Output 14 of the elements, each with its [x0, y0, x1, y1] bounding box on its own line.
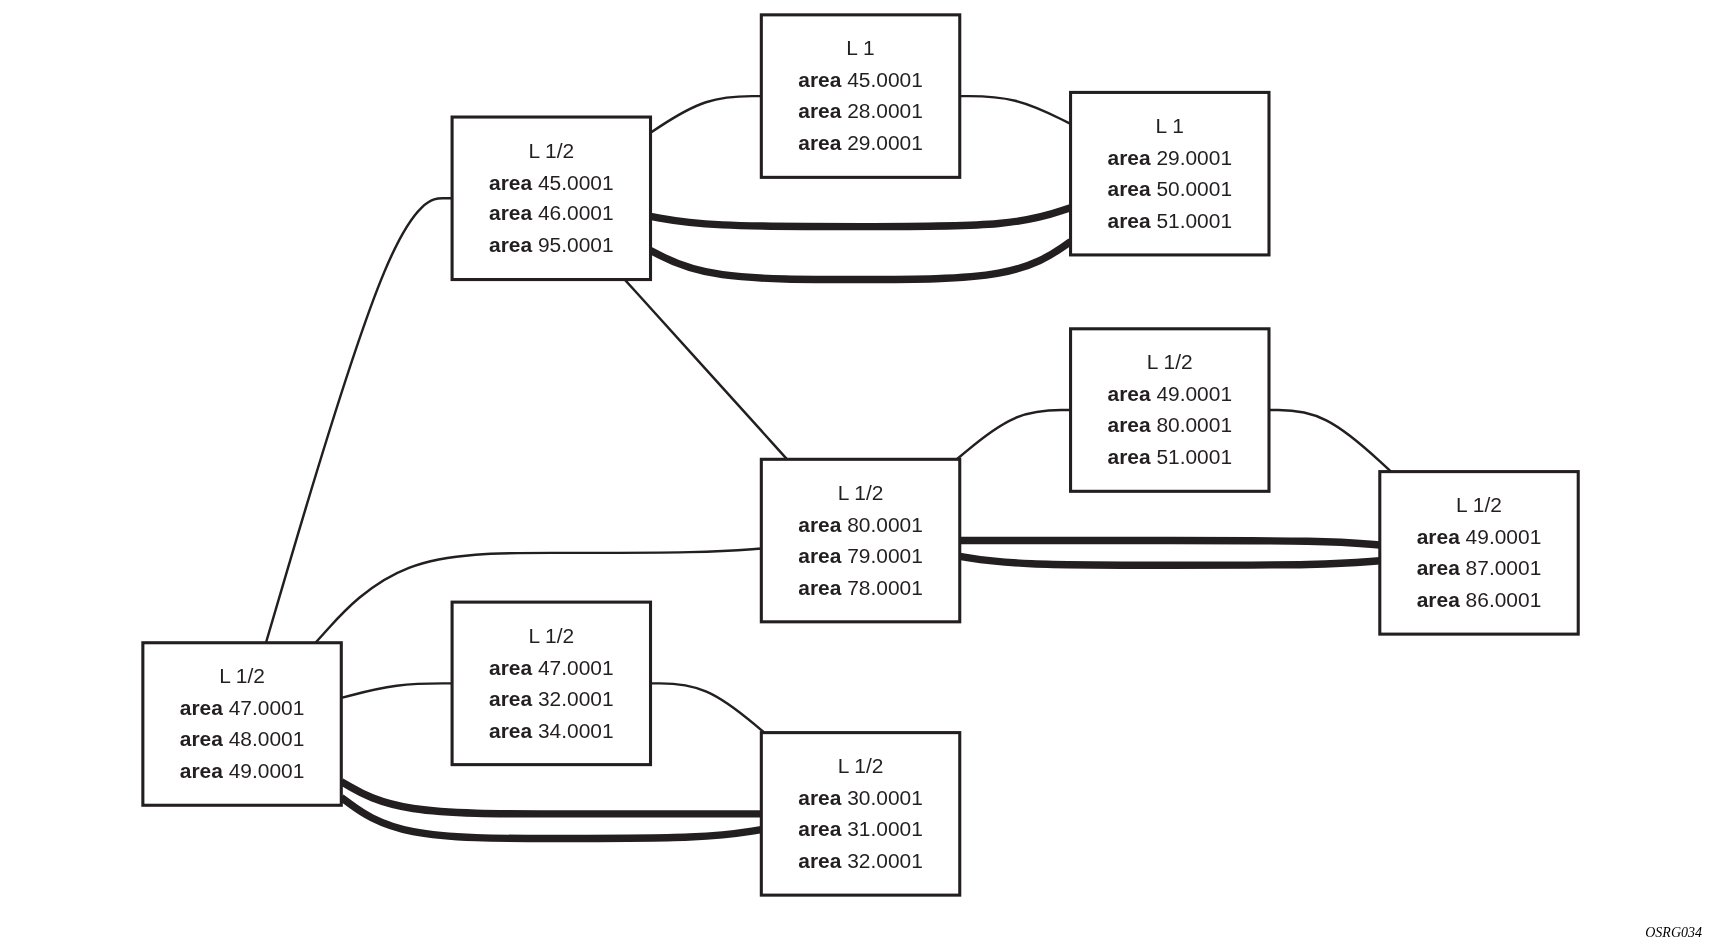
node-box: [760, 13, 962, 179]
node-box: [451, 115, 653, 282]
node-box: [1069, 90, 1271, 257]
network-diagram: L 1/2 area 47.0001 area 48.0001 area 49.0001 L 1/2 area 45.0001 area 46.0001 area 95.0001 L 1 area 45.0001 area 28.0001 area 29.0001 L 1 area 29.0001 area 50.0001 area 51.0001 L 1/2 area 47.0001 area 32.0001 area 34.0001 L 1/2 area 80.0001 area 79.0001 area 78.0001 L 1/2 area 49.0001 area 80.0001 area 51.0001 L 1/2 area 30.0001 area 31.0001 area 32.0001 L 1/2 area 49.0001 area 87.0001 area 86.0001: [133, 5, 1589, 905]
connector: [956, 408, 1071, 461]
node-box: [1378, 470, 1581, 636]
node-box: [141, 641, 344, 807]
figure-id: OSRG034: [1645, 925, 1702, 941]
node-box: [451, 600, 653, 767]
node-box: [760, 731, 962, 897]
connector: [960, 536, 1381, 549]
node-box: [1069, 327, 1271, 493]
connector: [959, 552, 1381, 569]
node-box: [760, 457, 962, 624]
